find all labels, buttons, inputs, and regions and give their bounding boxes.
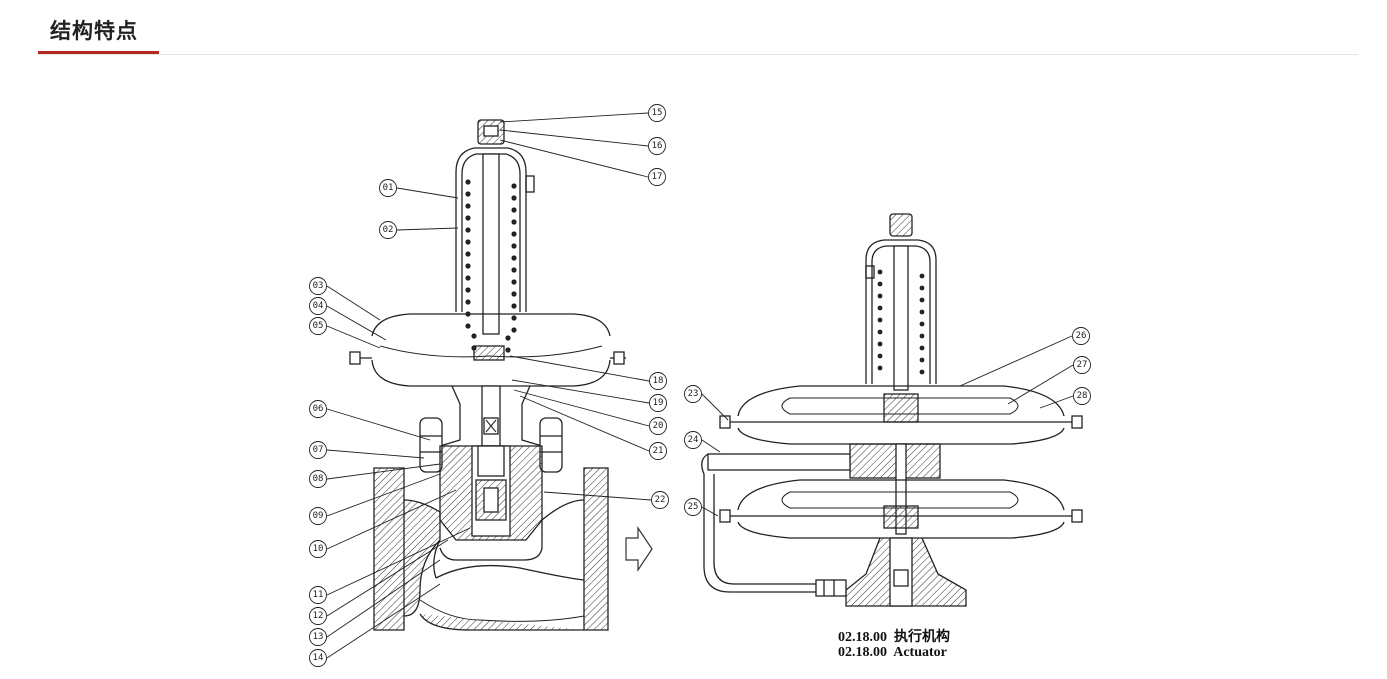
caption-line-2: 02.18.00 Actuator	[838, 645, 947, 661]
svg-text:02: 02	[383, 225, 394, 235]
callout-03: 03	[309, 277, 327, 295]
callout-12: 12	[309, 607, 327, 625]
callout-19: 19	[649, 394, 667, 412]
svg-text:13: 13	[313, 632, 324, 642]
caption-line-1: 02.18.00 执行机构	[838, 626, 950, 646]
callout-08: 08	[309, 470, 327, 488]
svg-text:06: 06	[313, 404, 324, 414]
callout-11: 11	[309, 586, 327, 604]
caption-code: 02.18.00	[838, 630, 887, 645]
section-title: 结构特点	[50, 19, 138, 43]
svg-text:18: 18	[653, 376, 664, 386]
svg-text:19: 19	[653, 398, 664, 408]
svg-text:03: 03	[313, 281, 324, 291]
callout-09: 09	[309, 507, 327, 525]
callout-04: 04	[309, 297, 327, 315]
callout-16: 16	[648, 137, 666, 155]
svg-text:11: 11	[313, 590, 324, 600]
callout-10: 10	[309, 540, 327, 558]
svg-text:27: 27	[1077, 360, 1088, 370]
svg-text:09: 09	[313, 511, 324, 521]
callout-01: 01	[379, 179, 397, 197]
svg-text:17: 17	[652, 172, 663, 182]
callout-06: 06	[309, 400, 327, 418]
section-header: 结构特点	[38, 0, 1358, 55]
svg-text:08: 08	[313, 474, 324, 484]
callout-23: 23	[684, 385, 702, 403]
arrow-right-icon	[625, 526, 653, 572]
callout-18: 18	[649, 372, 667, 390]
svg-text:25: 25	[688, 502, 699, 512]
svg-text:14: 14	[313, 653, 324, 663]
callout-21: 21	[649, 442, 667, 460]
callout-17: 17	[648, 168, 666, 186]
callout-leaders	[326, 112, 1074, 659]
svg-text:28: 28	[1077, 391, 1088, 401]
svg-text:12: 12	[313, 611, 324, 621]
callout-14: 14	[309, 649, 327, 667]
svg-text:21: 21	[653, 446, 664, 456]
svg-text:01: 01	[383, 183, 394, 193]
svg-text:23: 23	[688, 389, 699, 399]
caption-code: 02.18.00	[838, 645, 887, 660]
callout-13: 13	[309, 628, 327, 646]
caption-text-en: Actuator	[893, 645, 947, 660]
callout-25: 25	[684, 498, 702, 516]
callout-20: 20	[649, 417, 667, 435]
regulator-cross-section	[349, 119, 626, 631]
callout-05: 05	[309, 317, 327, 335]
svg-text:22: 22	[655, 495, 666, 505]
svg-text:04: 04	[313, 301, 324, 311]
callout-22: 22	[651, 491, 669, 509]
svg-text:24: 24	[688, 435, 699, 445]
callout-15: 15	[648, 104, 666, 122]
svg-text:26: 26	[1076, 331, 1087, 341]
actuator-spring-coils	[877, 269, 925, 375]
callout-bubbles: 01 02 03 04 05 06 07 08 09 10 11 12 13 1…	[309, 104, 1091, 667]
callout-02: 02	[379, 221, 397, 239]
svg-text:16: 16	[652, 141, 663, 151]
caption-text-cn: 执行机构	[894, 630, 950, 645]
callout-26: 26	[1072, 327, 1090, 345]
svg-text:05: 05	[313, 321, 324, 331]
callout-24: 24	[684, 431, 702, 449]
svg-text:15: 15	[652, 108, 663, 118]
section-title-underline	[38, 51, 159, 54]
callout-27: 27	[1073, 356, 1091, 374]
svg-text:07: 07	[313, 445, 324, 455]
svg-text:10: 10	[313, 544, 324, 554]
spring-coils	[465, 179, 517, 353]
callout-07: 07	[309, 441, 327, 459]
actuator-cross-section	[701, 213, 1083, 607]
svg-text:20: 20	[653, 421, 664, 431]
callout-28: 28	[1073, 387, 1091, 405]
